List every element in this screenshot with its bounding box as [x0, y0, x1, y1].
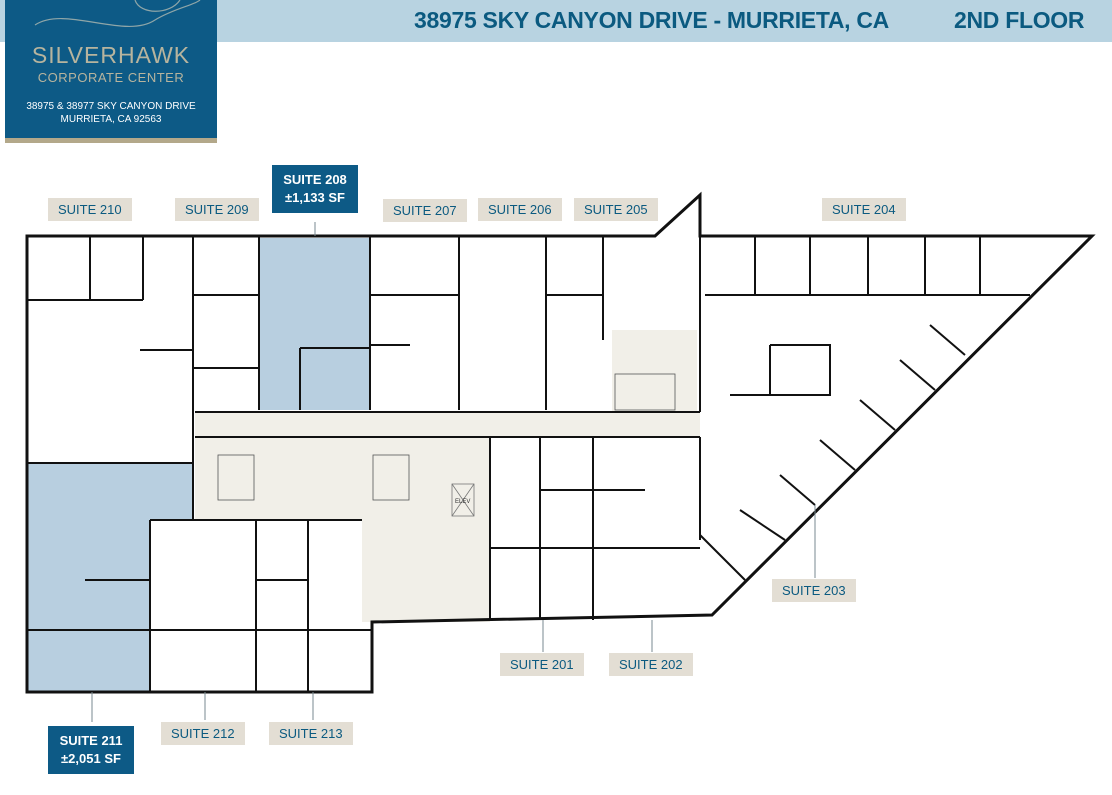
wall [699, 534, 746, 581]
suite-label-203: SUITE 203 [772, 579, 856, 602]
logo-name: SILVERHAWK [31, 42, 191, 68]
suite-211-area[interactable] [27, 463, 193, 692]
wall [769, 344, 831, 396]
logo: SILVERHAWK CORPORATE CENTER 38975 & 3897… [5, 0, 217, 143]
suite-label-207: SUITE 207 [383, 199, 467, 222]
suite-label-210: SUITE 210 [48, 198, 132, 221]
elevator [451, 483, 475, 517]
suite-label-206: SUITE 206 [478, 198, 562, 221]
logo-address-line2: MURRIETA, CA 92563 [60, 114, 162, 125]
suite-label-202: SUITE 202 [609, 653, 693, 676]
suite-211-callout[interactable]: SUITE 211 ±2,051 SF [48, 726, 134, 774]
suite-208-callout[interactable]: SUITE 208 ±1,133 SF [272, 165, 358, 213]
wall [929, 324, 966, 356]
suite-label-205: SUITE 205 [574, 198, 658, 221]
floor-title: 2ND FLOOR [954, 7, 1085, 33]
building-walls [25, 191, 1096, 694]
wall [739, 509, 786, 541]
wall [899, 359, 936, 391]
suite-208-area-text: ±1,133 SF [285, 190, 345, 205]
stair-west [217, 454, 255, 501]
suite-208-area[interactable] [259, 238, 370, 410]
wall [819, 439, 856, 471]
logo-address-line1: 38975 & 38977 SKY CANYON DRIVE [26, 101, 196, 112]
swirl-ornament-icon [34, 0, 201, 28]
wall [779, 474, 816, 506]
suite-label-213: SUITE 213 [269, 722, 353, 745]
stair-central [372, 454, 410, 501]
common-areas [195, 330, 700, 622]
stairs [217, 373, 676, 501]
suite-211-area-text: ±2,051 SF [61, 751, 121, 766]
logo-subname: CORPORATE CENTER [37, 70, 185, 85]
wall [859, 399, 896, 431]
suite-label-212: SUITE 212 [161, 722, 245, 745]
address-title: 38975 SKY CANYON DRIVE - MURRIETA, CA [414, 7, 889, 33]
suite-label-209: SUITE 209 [175, 198, 259, 221]
building-outline [25, 191, 1096, 694]
elevator-label: ELEV [455, 499, 470, 505]
suite-211-name: SUITE 211 [59, 733, 123, 748]
stair-east [614, 373, 676, 411]
suite-208-name: SUITE 208 [283, 172, 347, 187]
suite-label-204: SUITE 204 [822, 198, 906, 221]
suite-label-201: SUITE 201 [500, 653, 584, 676]
leader-lines [91, 222, 816, 722]
